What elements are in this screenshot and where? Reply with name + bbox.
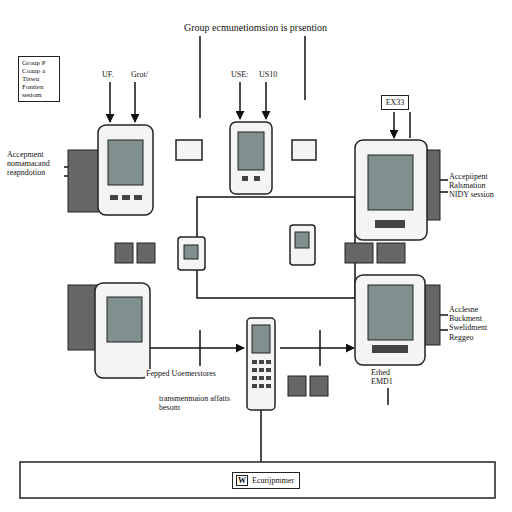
callout-label: Fepped Uoemerstores	[145, 369, 217, 378]
callout-label: Acclesne Buckment Swelidment Reggeo	[448, 305, 508, 342]
callout-label: USE:	[230, 70, 249, 79]
callout-label: US10	[258, 70, 278, 79]
callout-label: Grot/	[130, 70, 149, 79]
equipment-box: W Ecurijpmmer	[232, 472, 300, 489]
node-text: Ecurijpmmer	[252, 476, 294, 485]
callout-label: Erhed EMD1	[370, 368, 406, 386]
diagram-title: Group ecmunetiomsion is prsention	[183, 22, 328, 34]
callout-label: Accepiipent Ralsmation NIDY session	[448, 172, 508, 200]
node-text: EX33	[385, 98, 405, 107]
node-text: Group P Coaup a Tiswu Fontien sesiom	[22, 59, 56, 99]
callout-label: Accepment nomamacand reapndotion	[6, 150, 64, 178]
callout-label: transmenmaion affatts besom	[158, 394, 240, 412]
group-box: Group P Coaup a Tiswu Fontien sesiom	[18, 56, 60, 102]
tag-box: EX33	[381, 95, 409, 110]
logo-text: W	[236, 475, 248, 486]
callout-label: UF.	[101, 70, 115, 79]
